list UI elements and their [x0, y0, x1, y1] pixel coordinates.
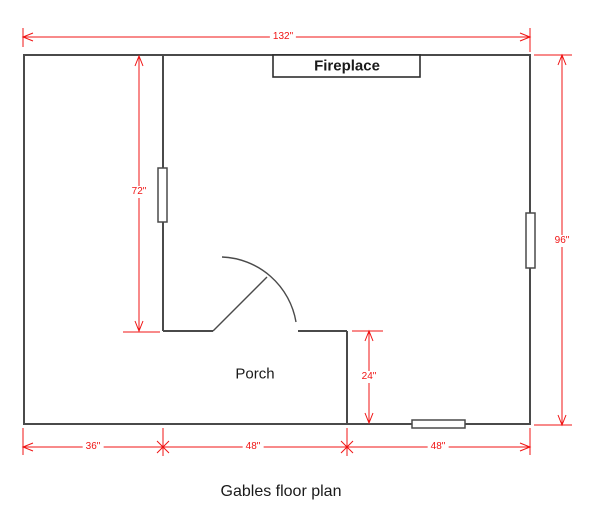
- fireplace-label: Fireplace: [314, 57, 380, 75]
- arrowhead-left-icon: [21, 442, 34, 452]
- dimension-label-bottom-right: 48": [427, 441, 449, 453]
- dimension-label-overall-height: 96": [551, 235, 573, 247]
- arrowhead-right-icon: [519, 32, 532, 42]
- tick-cross-icon: [340, 440, 354, 454]
- arrowhead-right-icon: [519, 442, 532, 452]
- door: [212, 256, 297, 332]
- fireplace-box: [272, 54, 421, 78]
- dimension-label-porch-depth: 24": [358, 371, 380, 383]
- dimension-label-bottom-left: 36": [82, 441, 104, 453]
- arrowhead-down-icon: [134, 320, 144, 333]
- walls: [23, 54, 531, 425]
- tick-cross-icon: [156, 440, 170, 454]
- door-swing-arc: [221, 256, 297, 323]
- porch-label: Porch: [235, 365, 275, 383]
- dimension-label-bottom-middle: 48": [242, 441, 264, 453]
- arrowhead-up-icon: [134, 54, 144, 67]
- arrowhead-up-icon: [364, 329, 374, 342]
- windows: [157, 167, 536, 429]
- dimension-label-interior-wall: 72": [128, 186, 150, 198]
- plan-title: Gables floor plan: [220, 483, 342, 500]
- dimension-label-overall-width: 132": [269, 31, 297, 43]
- outer-wall: [23, 54, 531, 425]
- door-leaf: [212, 276, 268, 332]
- window-bottom-wall: [411, 419, 466, 429]
- window-right-wall: [525, 212, 536, 269]
- arrowhead-up-icon: [557, 53, 567, 66]
- arrowhead-left-icon: [21, 32, 34, 42]
- arrowhead-down-icon: [364, 412, 374, 425]
- arrowhead-down-icon: [557, 414, 567, 427]
- window-interior-wall: [157, 167, 168, 223]
